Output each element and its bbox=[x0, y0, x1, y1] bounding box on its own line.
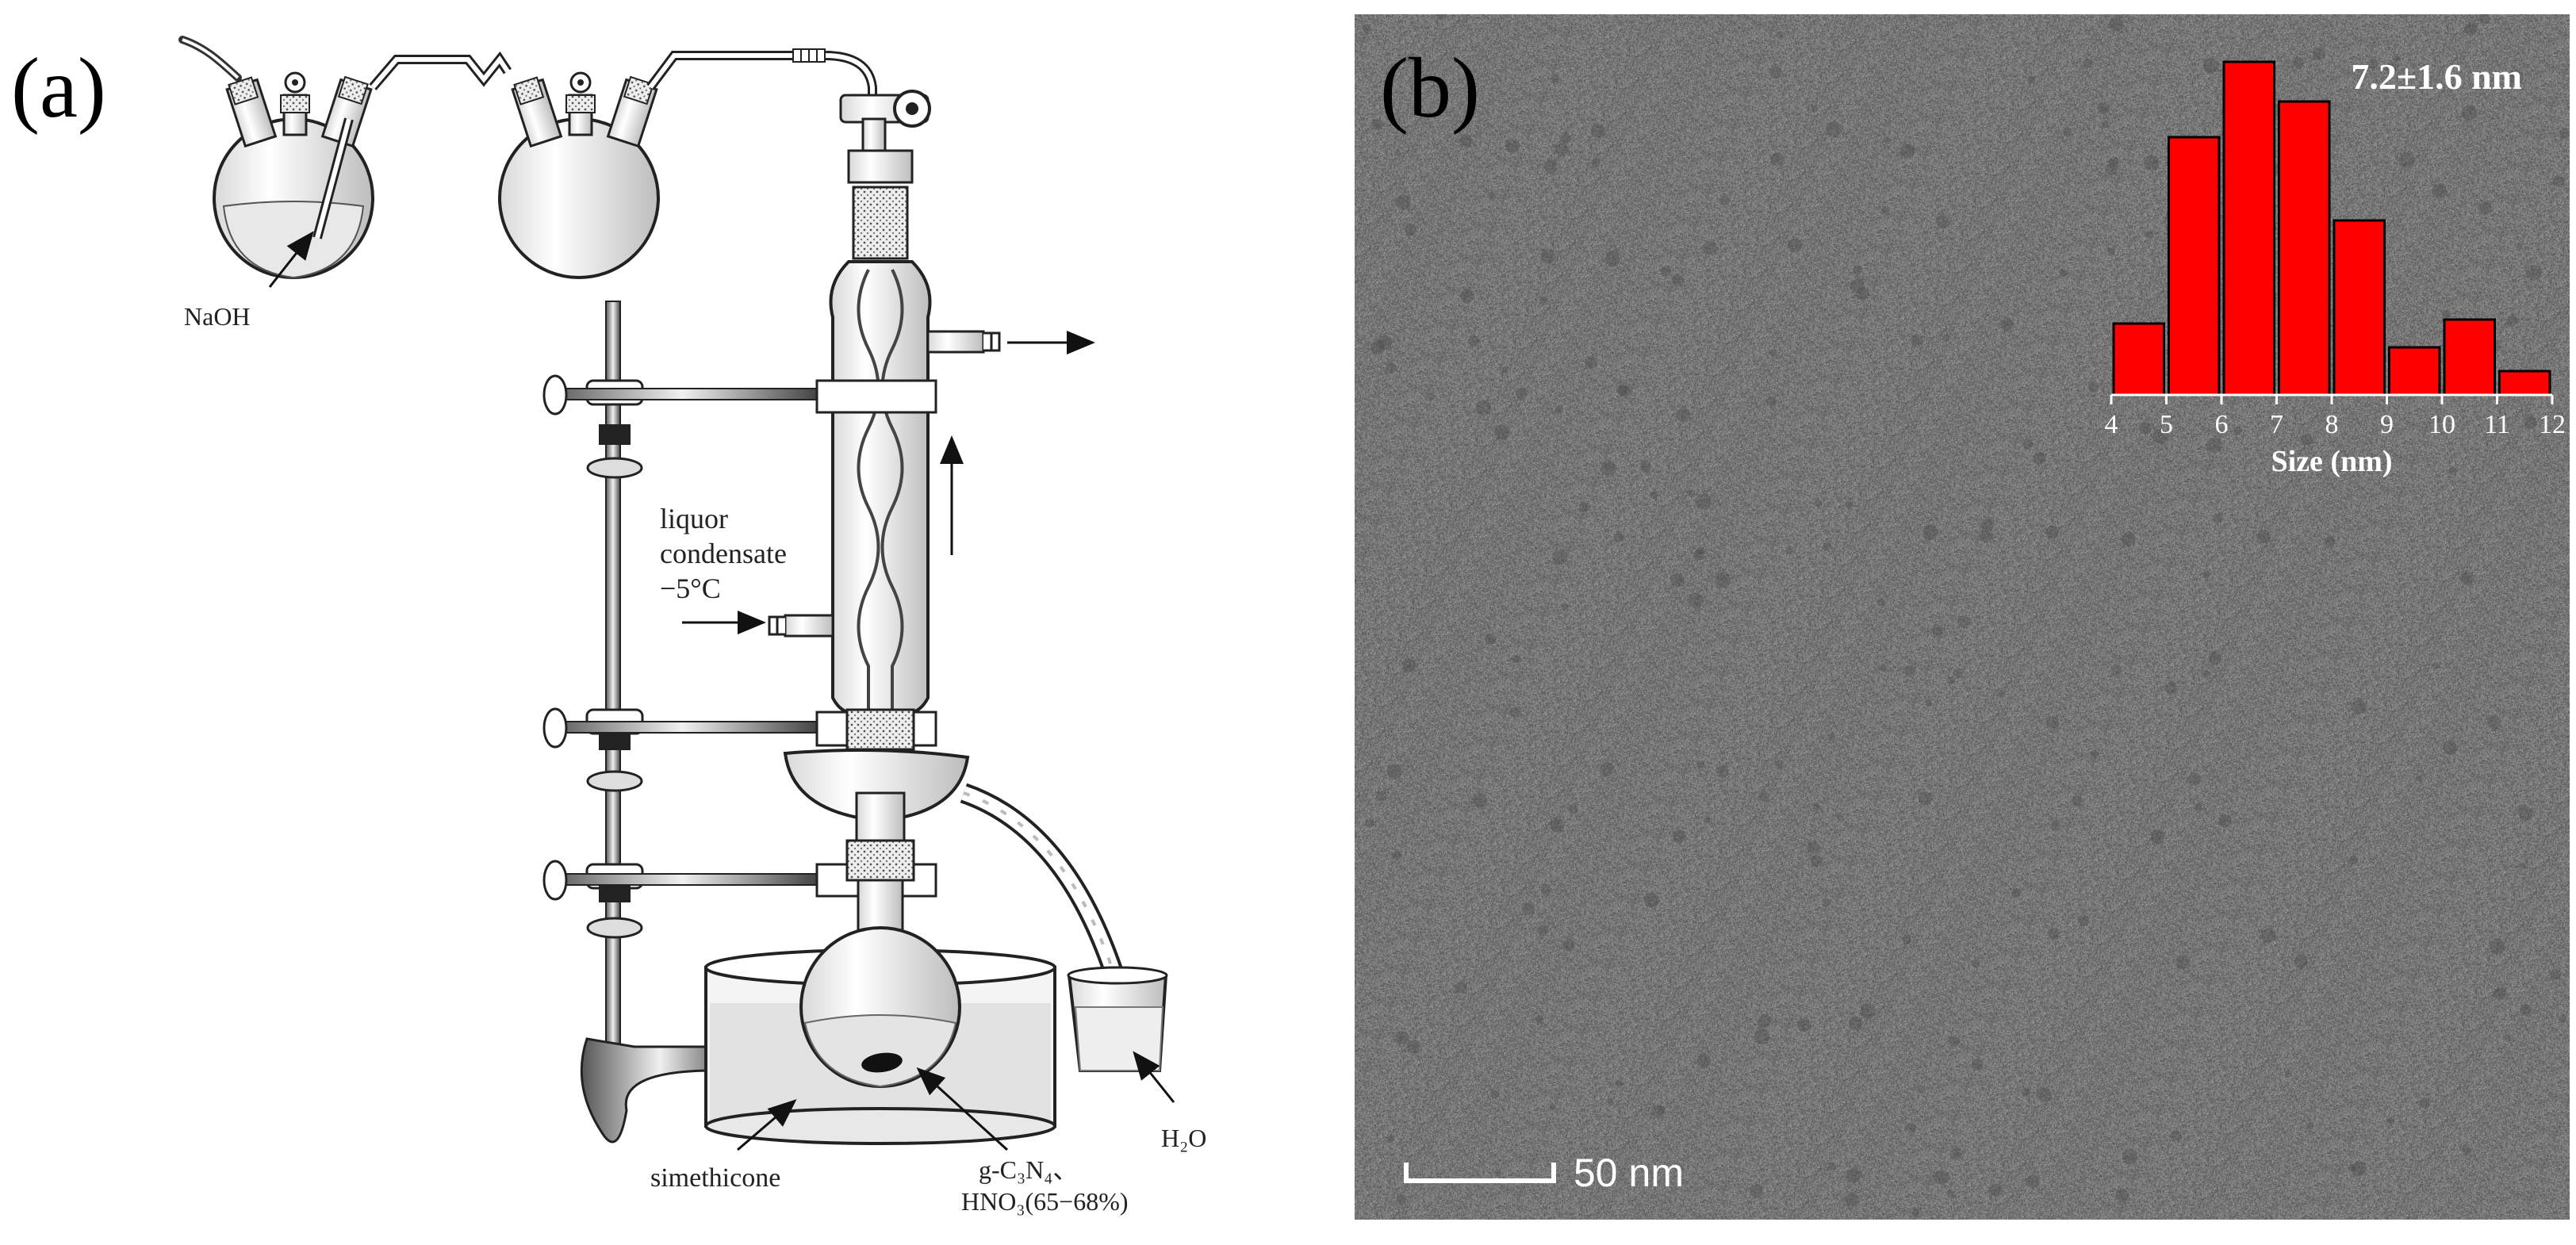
liquor-label-2: condensate bbox=[660, 538, 787, 569]
histogram-bar bbox=[2333, 219, 2386, 396]
reflux-apparatus-diagram: NaOH liquor condensate −5°C simethicone … bbox=[178, 36, 1206, 1216]
condenser bbox=[768, 260, 1001, 715]
x-tick-label: 10 bbox=[2428, 410, 2455, 439]
middle-adapter bbox=[845, 708, 915, 751]
drying-tube-top bbox=[847, 149, 914, 184]
support-stand bbox=[542, 301, 937, 1143]
x-tick-label: 12 bbox=[2539, 410, 2566, 439]
histogram-bar bbox=[2222, 60, 2275, 396]
water-beaker bbox=[1067, 966, 1168, 1072]
scalebar-tick-right bbox=[1551, 1163, 1556, 1183]
panel-b-letter: (b) bbox=[1380, 41, 1480, 136]
histogram-bar bbox=[2168, 136, 2221, 396]
histogram-bar bbox=[2498, 370, 2551, 396]
reactants-label-2: HNO₃(65−68%) bbox=[961, 1187, 1129, 1216]
scale-bar-label: 50 nm bbox=[1574, 1151, 1684, 1195]
collecting-dish bbox=[783, 749, 970, 823]
oil-bath bbox=[704, 948, 1056, 1145]
reactants-label-1: g-C₃N₄、 bbox=[979, 1155, 1078, 1184]
panel-a-letter: (a) bbox=[11, 41, 106, 136]
size-stat-annotation: 7.2±1.6 nm bbox=[2351, 56, 2522, 97]
tem-image-texture bbox=[1355, 14, 2570, 1220]
round-bottom-flask bbox=[799, 879, 961, 1088]
x-tick-label: 7 bbox=[2270, 410, 2283, 439]
x-tick-label: 6 bbox=[2215, 410, 2229, 439]
histogram-bar bbox=[2278, 100, 2331, 396]
x-tick-label: 5 bbox=[2160, 410, 2173, 439]
stopcock bbox=[792, 48, 931, 152]
liquor-label-1: liquor bbox=[660, 503, 728, 534]
x-tick-label: 9 bbox=[2380, 410, 2394, 439]
histogram-bar bbox=[2112, 322, 2165, 396]
stir-bar bbox=[861, 1052, 903, 1073]
x-axis-label: Size (nm) bbox=[2271, 445, 2392, 478]
water-label: H₂O bbox=[1161, 1124, 1206, 1152]
x-tick-label: 8 bbox=[2325, 410, 2339, 439]
simethicone-label: simethicone bbox=[650, 1163, 780, 1193]
liquor-label-3: −5°C bbox=[660, 573, 721, 604]
scalebar-tick-left bbox=[1404, 1163, 1409, 1183]
naoh-trap-flask bbox=[213, 71, 374, 279]
histogram-bar bbox=[2443, 318, 2496, 396]
safety-trap-flask bbox=[498, 71, 660, 279]
x-tick-label: 4 bbox=[2105, 410, 2118, 439]
x-tick-label: 11 bbox=[2484, 410, 2510, 439]
naoh-label: NaOH bbox=[184, 302, 251, 331]
histogram-bar bbox=[2388, 346, 2441, 396]
scale-bar bbox=[1404, 1178, 1556, 1183]
